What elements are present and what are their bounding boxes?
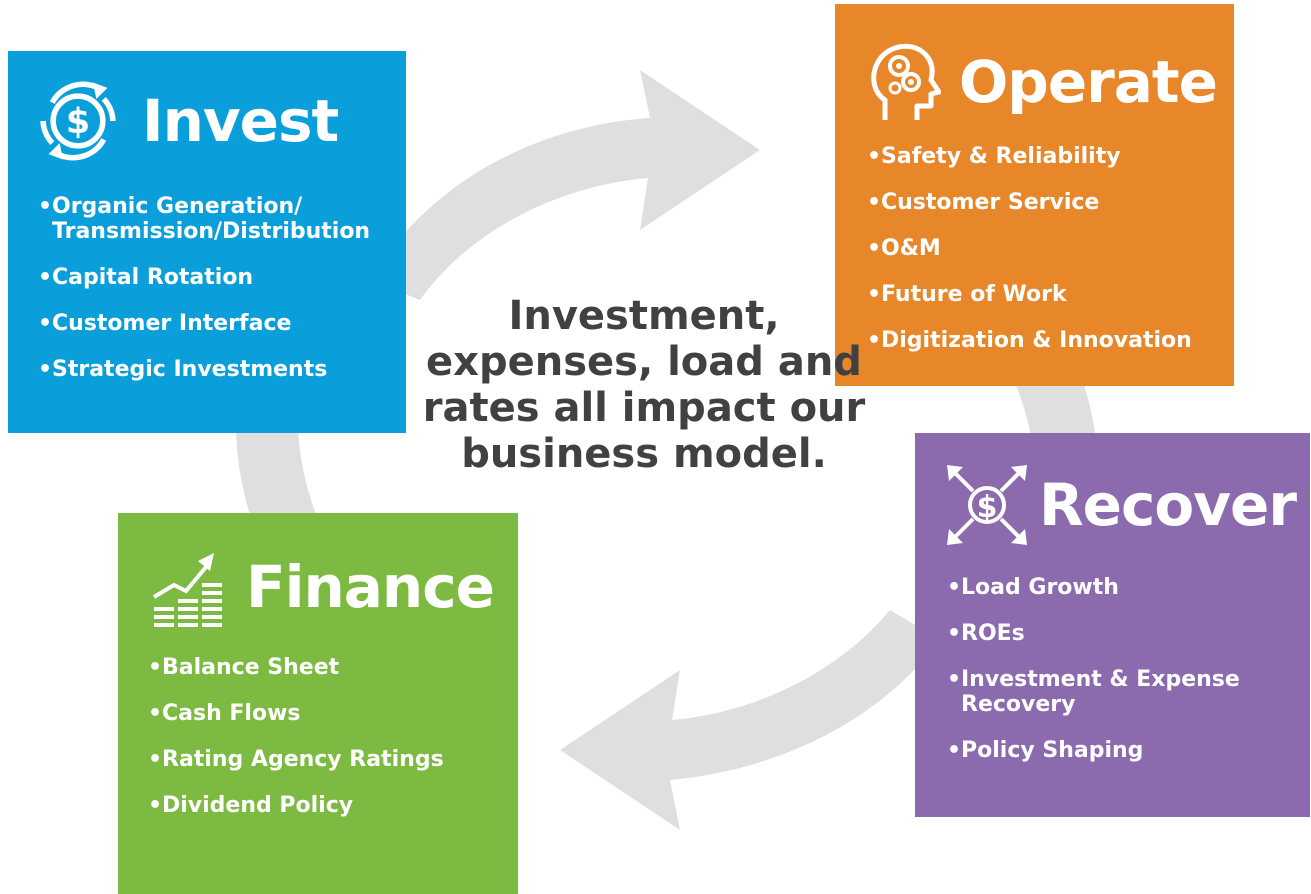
list-item: Customer Service [867,190,1227,215]
list-item: Capital Rotation [38,265,398,290]
head-gears-icon [871,43,941,120]
list-item: Balance Sheet [148,655,508,680]
list-item: Safety & Reliability [867,144,1227,169]
recover-list: Load Growth ROEs Investment & Expense Re… [947,575,1302,784]
finance-panel: Finance Balance Sheet Cash Flows Rating … [118,513,518,894]
dollar-cycle-icon: $ [40,81,116,161]
operate-title: Operate [959,48,1218,116]
finance-header: Finance [152,545,495,629]
list-item: Future of Work [867,282,1227,307]
list-item: Organic Generation/ Transmission/Distrib… [38,194,398,244]
recover-header: $ Recover [945,463,1297,547]
finance-list: Balance Sheet Cash Flows Rating Agency R… [148,655,508,839]
list-item: Dividend Policy [148,793,508,818]
list-item: Cash Flows [148,701,508,726]
invest-title: Invest [142,87,339,155]
invest-list: Organic Generation/ Transmission/Distrib… [38,194,398,403]
list-item: ROEs [947,621,1302,646]
recover-panel: $ Recover Load Growth ROEs Investment & … [915,433,1310,817]
operate-header: Operate [871,40,1218,124]
list-item: Investment & Expense Recovery [947,667,1302,717]
invest-header: $ Invest [32,75,339,167]
center-statement: Investment, expenses, load and rates all… [422,293,866,477]
list-item: Load Growth [947,575,1302,600]
invest-panel: $ Invest Organic Generation/ Transmissio… [8,51,406,433]
svg-text:$: $ [977,490,998,525]
cycle-arrow-top [370,70,760,300]
recover-title: Recover [1039,471,1297,539]
finance-title: Finance [246,553,495,621]
svg-text:$: $ [66,102,90,142]
cycle-arrow-bottom [560,610,940,830]
list-item: Rating Agency Ratings [148,747,508,772]
operate-list: Safety & Reliability Customer Service O&… [867,144,1227,374]
rising-chart-icon [152,553,222,627]
list-item: Digitization & Innovation [867,328,1227,353]
dollar-arrows-out-icon: $ [947,465,1027,545]
list-item: Customer Interface [38,311,398,336]
list-item: O&M [867,236,1227,261]
list-item: Policy Shaping [947,738,1302,763]
list-item: Strategic Investments [38,357,398,382]
operate-panel: Operate Safety & Reliability Customer Se… [835,4,1234,386]
